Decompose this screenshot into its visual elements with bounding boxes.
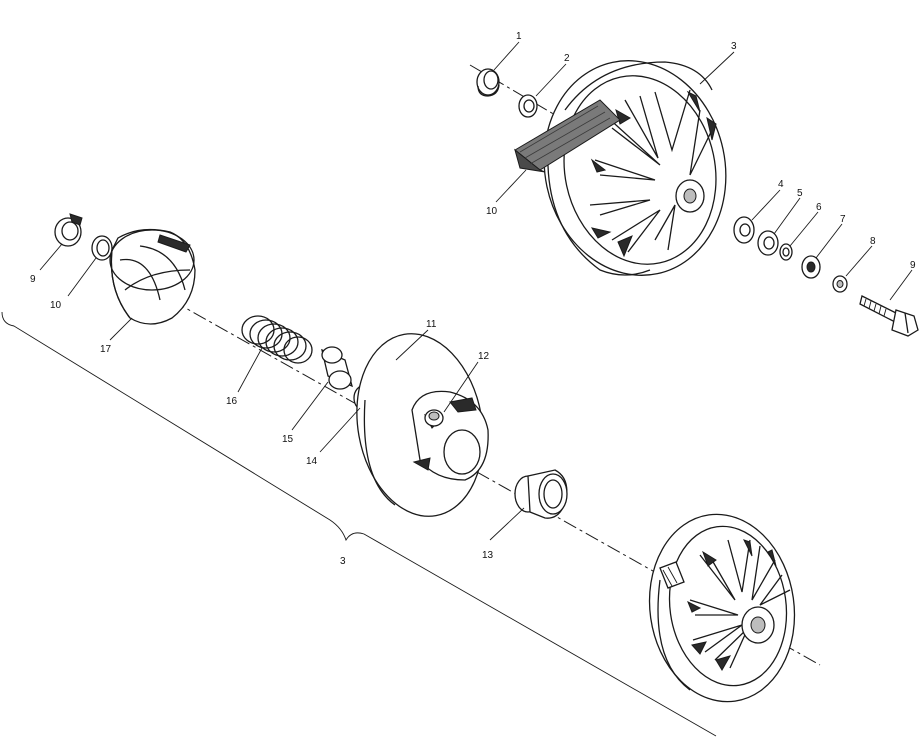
- callout-2: 2: [564, 53, 570, 64]
- callout-14: 14: [306, 456, 318, 467]
- part-2-washer: [518, 94, 538, 118]
- callout-1: 1: [516, 31, 522, 42]
- callout-3-assembly: 3: [340, 556, 346, 567]
- callout-15: 15: [282, 434, 294, 445]
- part-17-helix-cam: [109, 228, 196, 325]
- callout-9-snap-ring: 9: [30, 274, 36, 285]
- callout-5: 5: [797, 188, 803, 199]
- callout-16: 16: [226, 396, 238, 407]
- part-12-roller: [424, 409, 444, 427]
- callout-10-belt: 10: [486, 206, 498, 217]
- movable-sheave: [356, 333, 489, 517]
- callout-12: 12: [478, 351, 490, 362]
- callout-4: 4: [778, 179, 784, 190]
- callout-11: 11: [426, 319, 437, 330]
- callout-9-bolt: 9: [910, 260, 916, 271]
- callout-17: 17: [100, 344, 112, 355]
- part-6-spacer: [779, 243, 793, 261]
- part-9-bolt: [859, 295, 919, 337]
- part-1-bushing: [476, 68, 500, 97]
- part-13-bearing: [514, 469, 568, 519]
- callout-7: 7: [840, 214, 846, 225]
- part-10-washer: [91, 235, 113, 261]
- callout-3: 3: [731, 41, 737, 52]
- part-8-nut: [832, 275, 848, 293]
- drive-belt-segment: [514, 99, 621, 173]
- part-15-bushing: [321, 346, 353, 390]
- callout-10-washer: 10: [50, 300, 62, 311]
- part-16-spring: [241, 315, 313, 364]
- part-5-washer: [757, 230, 779, 256]
- leader-lines: [39, 41, 913, 541]
- assembly-bracket: [1, 311, 717, 737]
- lower-center-axis: [149, 287, 821, 666]
- callout-8: 8: [870, 236, 876, 247]
- fixed-sheave: [648, 513, 796, 703]
- upper-driven-sheave: [543, 60, 727, 276]
- callout-labels: 1 2 3 4 5 6 7 8 9 10 9 10 17 16 11 12 15…: [30, 31, 916, 567]
- part-4-washer: [733, 216, 755, 244]
- part-9-snap-ring: [54, 213, 83, 247]
- callout-13: 13: [482, 550, 494, 561]
- callout-6: 6: [816, 202, 822, 213]
- part-7-washer: [801, 255, 821, 279]
